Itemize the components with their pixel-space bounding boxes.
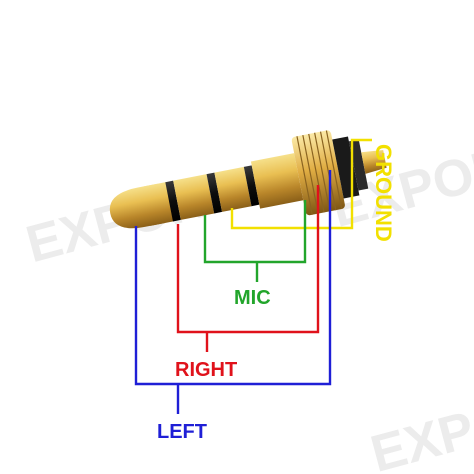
insulator-ring-2 [206, 172, 223, 214]
trrs-plug [109, 130, 387, 229]
plug-ring-2 [214, 166, 252, 212]
solder-terminal [361, 150, 387, 174]
insulator-ring-1 [165, 180, 181, 222]
insulator-ring-3 [243, 165, 260, 207]
left-wire [134, 170, 332, 414]
mic-wire [203, 200, 307, 282]
barrel-threads [296, 130, 343, 215]
plug-barrel [291, 130, 345, 216]
plug-rear-insulator-2 [348, 139, 369, 191]
watermark-bottom: EXPORT [365, 372, 474, 474]
plug-tip-body [142, 182, 174, 226]
plug-sleeve [250, 153, 304, 209]
mic-label: MIC [234, 287, 271, 309]
ground-label: GROUND [371, 144, 396, 242]
right-wire [176, 185, 320, 352]
right-label: RIGHT [175, 359, 237, 381]
left-label: LEFT [157, 421, 207, 443]
plug-ring-1 [173, 174, 215, 220]
ground-wire [230, 138, 372, 230]
